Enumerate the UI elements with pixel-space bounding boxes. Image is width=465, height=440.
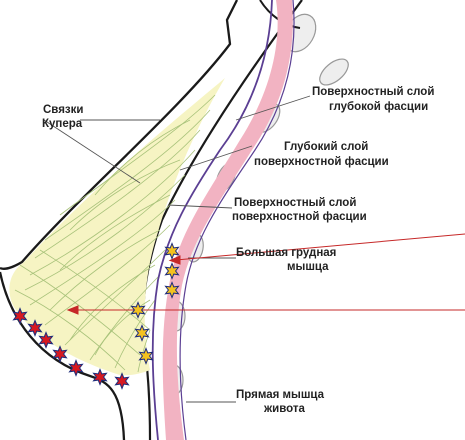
red-star-icon: [38, 331, 54, 349]
leader-sup-deep-fascia: [235, 95, 311, 121]
label-superficial-layer-deep-fascia-2: глубокой фасции: [329, 101, 428, 113]
rib-2: [319, 58, 349, 86]
yellow-stars: [130, 242, 180, 365]
label-deep-layer-superficial-fascia-2: поверхностной фасции: [254, 156, 389, 168]
label-rectus-abdominis-1: Прямая мышца: [236, 389, 325, 401]
yellow-star-icon: [164, 262, 180, 280]
skin-outline-lower: [0, 271, 126, 440]
label-superficial-layer-superficial-fascia-2: поверхностной фасции: [232, 211, 367, 223]
cooper-ligament-lines: [14, 94, 216, 373]
red-star-icon: [27, 319, 43, 337]
yellow-star-icon: [164, 242, 180, 260]
red-star-icon: [52, 345, 68, 363]
red-stars: [12, 307, 130, 390]
label-superficial-layer-superficial-fascia-1: Поверхностный слой: [234, 197, 356, 209]
red-star-icon: [92, 368, 108, 386]
muscle-band: [162, 0, 293, 440]
label-cooper-line-1: Связки: [43, 104, 83, 116]
red-star-icon: [12, 307, 28, 325]
label-deep-layer-superficial-fascia-1: Глубокий слой: [284, 141, 368, 153]
label-superficial-layer-deep-fascia-1: Поверхностный слой: [312, 86, 434, 98]
label-cooper-line-2: Купера: [42, 118, 83, 130]
red-star-icon: [114, 372, 130, 390]
fascia-outer: [151, 0, 273, 440]
fascia-inner: [179, 0, 295, 440]
label-pectoralis-major-2: мышца: [287, 261, 329, 273]
leader-cooper-1: [43, 119, 141, 184]
leader-deep-sup-fascia: [179, 145, 253, 171]
red-star-icon: [68, 359, 84, 377]
labels: Связки Купера Поверхностный слой глубоко…: [42, 86, 434, 415]
yellow-star-icon: [130, 301, 146, 319]
breast-tissue: [9, 78, 225, 376]
leader-sup-sup-fascia: [167, 204, 233, 209]
label-rectus-abdominis-2: живота: [263, 403, 306, 415]
fascia-lines: [151, 0, 295, 440]
skin-outline: [0, 0, 239, 270]
yellow-star-icon: [138, 347, 154, 365]
yellow-star-icon: [164, 281, 180, 299]
label-pectoralis-major-1: Большая грудная: [236, 247, 336, 259]
yellow-star-icon: [134, 324, 150, 342]
